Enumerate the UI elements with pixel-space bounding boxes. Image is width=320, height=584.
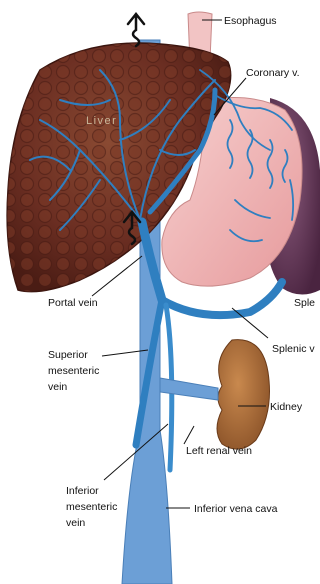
inferior-vena-cava-label: Inferior vena cava (194, 503, 278, 515)
coronary-vein-label: Coronary v. (246, 67, 300, 79)
left-renal-vein-shape (160, 378, 218, 400)
inferior-mesenteric-vein-label-line2: mesenteric (66, 501, 117, 513)
inferior-mesenteric-vein-label-line3: vein (66, 517, 85, 529)
superior-mesenteric-vein-label-line2: mesenteric (48, 365, 99, 377)
kidney-shape (217, 340, 270, 450)
liver-label: Liver (86, 115, 117, 127)
inferior-mesenteric-vein-label-line1: Inferior (66, 485, 99, 497)
splenic-vein-shape (162, 282, 282, 315)
kidney-label: Kidney (270, 401, 303, 413)
superior-mesenteric-vein-label-line1: Superior (48, 349, 88, 361)
splenic-vein-label: Splenic v (272, 343, 315, 355)
portal-vein-label: Portal vein (48, 297, 98, 309)
spleen-label: Sple (294, 297, 315, 309)
superior-mesenteric-vein-label-line3: vein (48, 381, 67, 393)
left-renal-vein-label: Left renal vein (186, 445, 252, 457)
esophagus-label: Esophagus (224, 15, 277, 27)
